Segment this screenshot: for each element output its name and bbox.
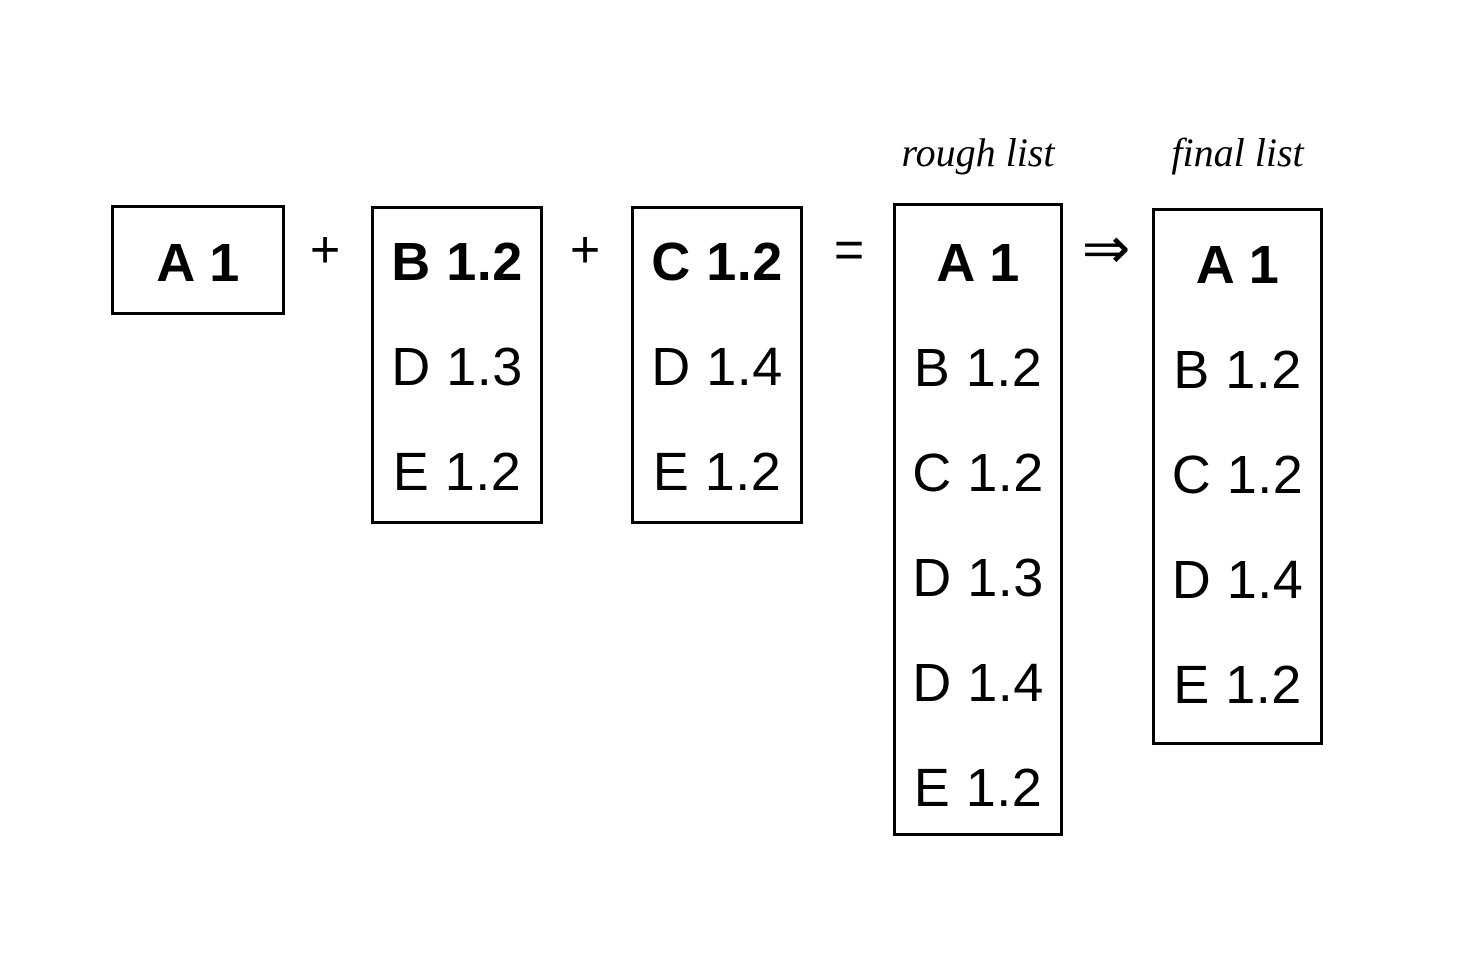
row-rough-list-1: B 1.2 [913,338,1043,398]
box-source-b[interactable]: B 1.2 D 1.3 E 1.2 [371,206,543,524]
box-rough-list[interactable]: A 1 B 1.2 C 1.2 D 1.3 D 1.4 E 1.2 [893,203,1063,836]
caption-rough-list: rough list [901,130,1055,175]
row-rough-list-4: D 1.4 [912,653,1044,713]
equals-operator: = [833,221,865,279]
row-source-b-2: E 1.2 [392,442,522,502]
caption-final-list: final list [1171,130,1304,175]
row-source-b-1: D 1.3 [391,337,523,397]
plus-operator-2: + [569,221,601,279]
box-source-c[interactable]: C 1.2 D 1.4 E 1.2 [631,206,803,524]
row-final-list-2: C 1.2 [1171,445,1304,505]
implies-arrow-icon: ⇒ [1081,214,1131,282]
row-final-list-4: E 1.2 [1173,655,1302,715]
box-source-a[interactable]: A 1 [111,205,285,315]
box-final-list[interactable]: A 1 B 1.2 C 1.2 D 1.4 E 1.2 [1152,208,1323,745]
row-final-list-3: D 1.4 [1171,550,1304,610]
row-source-b-0: B 1.2 [391,232,523,292]
row-final-list-0: A 1 [1195,235,1280,295]
row-rough-list-2: C 1.2 [912,443,1044,503]
row-final-list-1: B 1.2 [1173,340,1302,400]
row-rough-list-0: A 1 [936,233,1020,293]
row-source-c-0: C 1.2 [651,232,783,292]
row-rough-list-3: D 1.3 [912,548,1044,608]
row-rough-list-5: E 1.2 [913,758,1043,818]
plus-operator-1: + [309,221,341,279]
row-source-a-0: A 1 [156,233,240,293]
row-source-c-2: E 1.2 [652,442,782,502]
row-source-c-1: D 1.4 [651,337,783,397]
